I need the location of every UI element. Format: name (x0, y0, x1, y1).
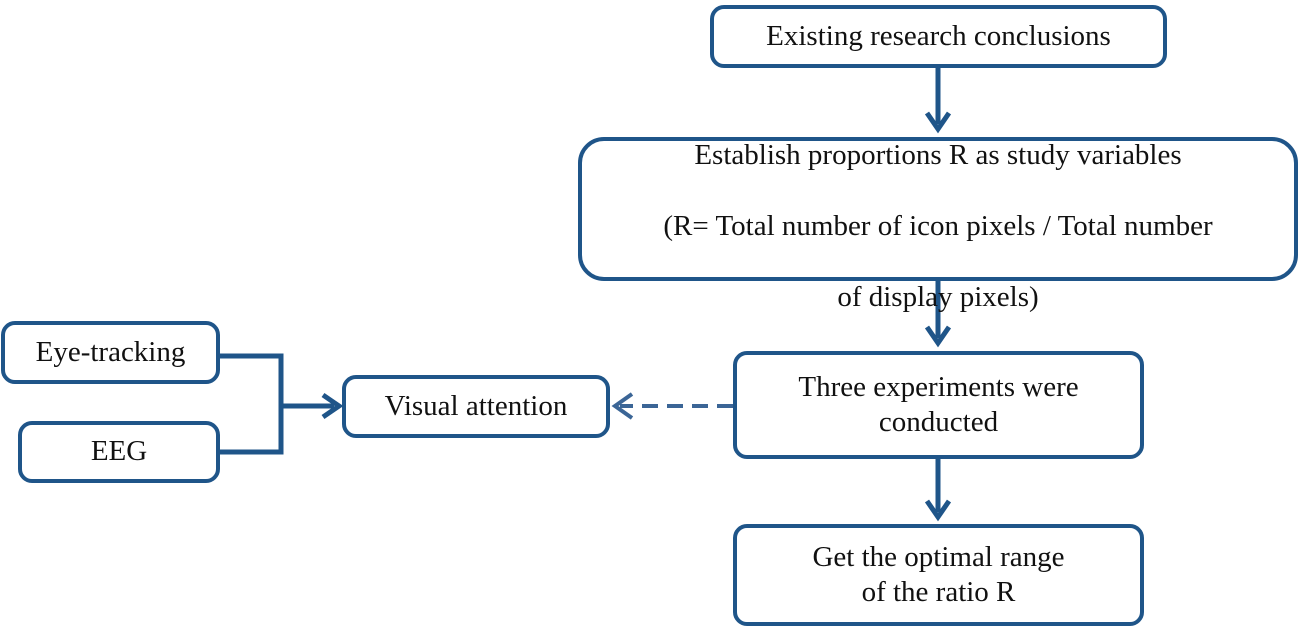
node-eeg: EEG (18, 421, 220, 483)
arrowhead-establish-to-experiments (924, 325, 952, 348)
label-eeg: EEG (90, 435, 148, 468)
arrowhead-experiments-to-optimal (924, 499, 952, 522)
establish-line-2: (R= Total number of icon pixels / Total … (663, 210, 1213, 242)
label-eye-tracking: Eye-tracking (35, 335, 186, 368)
node-visual-attention: Visual attention (342, 375, 610, 438)
label-three-experiments: Three experiments were conducted (798, 370, 1079, 438)
node-eye-tracking: Eye-tracking (1, 321, 220, 384)
node-three-experiments: Three experiments were conducted (733, 351, 1144, 459)
label-visual-attention: Visual attention (384, 389, 568, 422)
node-establish-proportions: Establish proportions R as study variabl… (578, 137, 1298, 313)
connector-eye-tracking (220, 353, 284, 406)
establish-line-3: of display pixels) (837, 280, 1039, 313)
arrowhead-existing-to-establish (924, 111, 952, 134)
label-optimal-range: Get the optimal range of the ratio R (812, 540, 1065, 608)
node-optimal-range: Get the optimal range of the ratio R (733, 524, 1144, 626)
establish-line-1: Establish proportions R as study variabl… (694, 139, 1182, 172)
label-existing-research-conclusions: Existing research conclusions (766, 19, 1111, 52)
arrowhead-merge-to-visual (321, 392, 344, 420)
arrowhead-experiments-to-visual (611, 392, 634, 420)
node-existing-research-conclusions: Existing research conclusions (710, 5, 1167, 68)
label-establish-proportions: Establish proportions R as study variabl… (663, 103, 1212, 315)
connector-eeg (220, 406, 284, 455)
